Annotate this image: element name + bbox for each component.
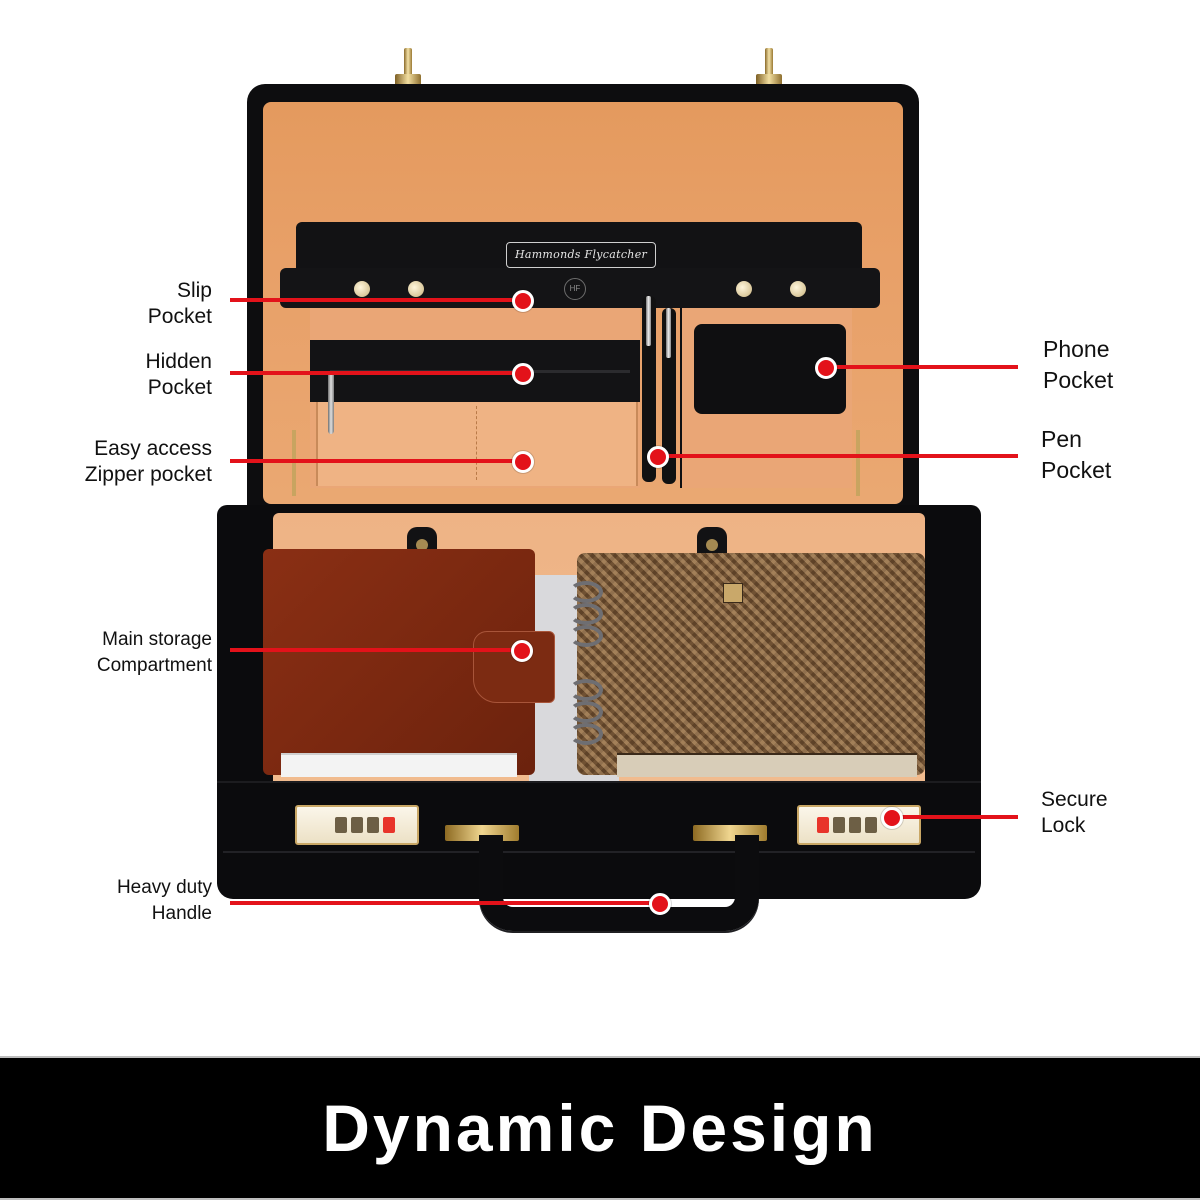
product-infographic: Hammonds Flycatcher HF: [84, 48, 1114, 931]
callout-label-hidden-pocket: Hidden Pocket: [145, 350, 212, 399]
support-arm-right: [856, 430, 860, 496]
easy-access-pocket: [316, 402, 638, 486]
lock-indicator: [383, 817, 395, 833]
callout-label-secure-lock: Secure Lock: [1041, 788, 1108, 837]
callout-label-slip-pocket: Slip Pocket: [147, 279, 212, 328]
callout-line-phone-pocket: [830, 365, 1018, 369]
combination-lock-right: [797, 805, 921, 845]
callout-line-handle: [230, 901, 652, 905]
callout-marker-secure-lock: [881, 807, 903, 829]
lock-wheel: [865, 817, 877, 833]
binder-ring-icon: [569, 581, 603, 603]
leather-folder: [263, 549, 555, 777]
snap-button-icon: [354, 281, 370, 297]
callout-label-handle: Heavy duty Handle: [116, 877, 212, 924]
lock-wheel: [367, 817, 379, 833]
snap-button-icon: [408, 281, 424, 297]
callout-label-phone-pocket: Phone Pocket: [1043, 336, 1114, 393]
callout-line-main-storage: [230, 648, 516, 652]
lock-wheel: [351, 817, 363, 833]
lock-indicator: [817, 817, 829, 833]
callout-label-main-storage: Main storage Compartment: [96, 629, 212, 676]
snap-button-icon: [790, 281, 806, 297]
combination-lock-left: [295, 805, 419, 845]
snap-button-icon: [736, 281, 752, 297]
callout-line-secure-lock: [896, 815, 1018, 819]
carry-handle: [479, 835, 759, 931]
binder-ring-icon: [569, 679, 603, 701]
callout-line-zipper-pocket: [230, 459, 516, 463]
callout-line-hidden-pocket: [230, 371, 516, 375]
lock-wheel: [833, 817, 845, 833]
planner-pages: [617, 753, 917, 777]
binder-ring-icon: [569, 603, 603, 625]
briefcase-front: [217, 781, 981, 931]
callout-line-slip-pocket: [230, 298, 516, 302]
briefcase-body: [217, 505, 981, 931]
folder-pages: [281, 753, 517, 777]
lid-organizer: Hammonds Flycatcher HF: [280, 222, 880, 490]
monogram-logo: HF: [564, 278, 586, 300]
callout-marker-zipper-pocket: [512, 451, 534, 473]
callout-marker-hidden-pocket: [512, 363, 534, 385]
binder-ring-icon: [569, 701, 603, 723]
case-seam: [223, 851, 975, 853]
binder-ring-icon: [569, 625, 603, 647]
callout-marker-main-storage: [511, 640, 533, 662]
woven-planner: [569, 553, 925, 777]
zipper-pull-icon: [328, 372, 334, 434]
support-arm-left: [292, 430, 296, 496]
callout-marker-pen-pocket: [647, 446, 669, 468]
callout-label-pen-pocket: Pen Pocket: [1041, 426, 1112, 483]
brand-plate: Hammonds Flycatcher: [506, 242, 656, 268]
callout-marker-slip-pocket: [512, 290, 534, 312]
pocket-seam: [476, 406, 477, 480]
lock-wheel: [849, 817, 861, 833]
planner-badge-icon: [723, 583, 743, 603]
callout-label-zipper-pocket: Easy access Zipper pocket: [84, 437, 212, 486]
callout-marker-phone-pocket: [815, 357, 837, 379]
binder-ring-icon: [569, 723, 603, 745]
banner-title: Dynamic Design: [322, 1091, 878, 1165]
brand-strip: Hammonds Flycatcher: [296, 222, 862, 268]
callout-line-pen-pocket: [662, 454, 1018, 458]
lock-wheel: [335, 817, 347, 833]
pen-icon: [642, 296, 656, 482]
footer-banner: Dynamic Design: [0, 1056, 1200, 1200]
pen-icon: [662, 308, 676, 484]
callout-marker-handle: [649, 893, 671, 915]
slip-pocket-band: HF: [280, 268, 880, 308]
